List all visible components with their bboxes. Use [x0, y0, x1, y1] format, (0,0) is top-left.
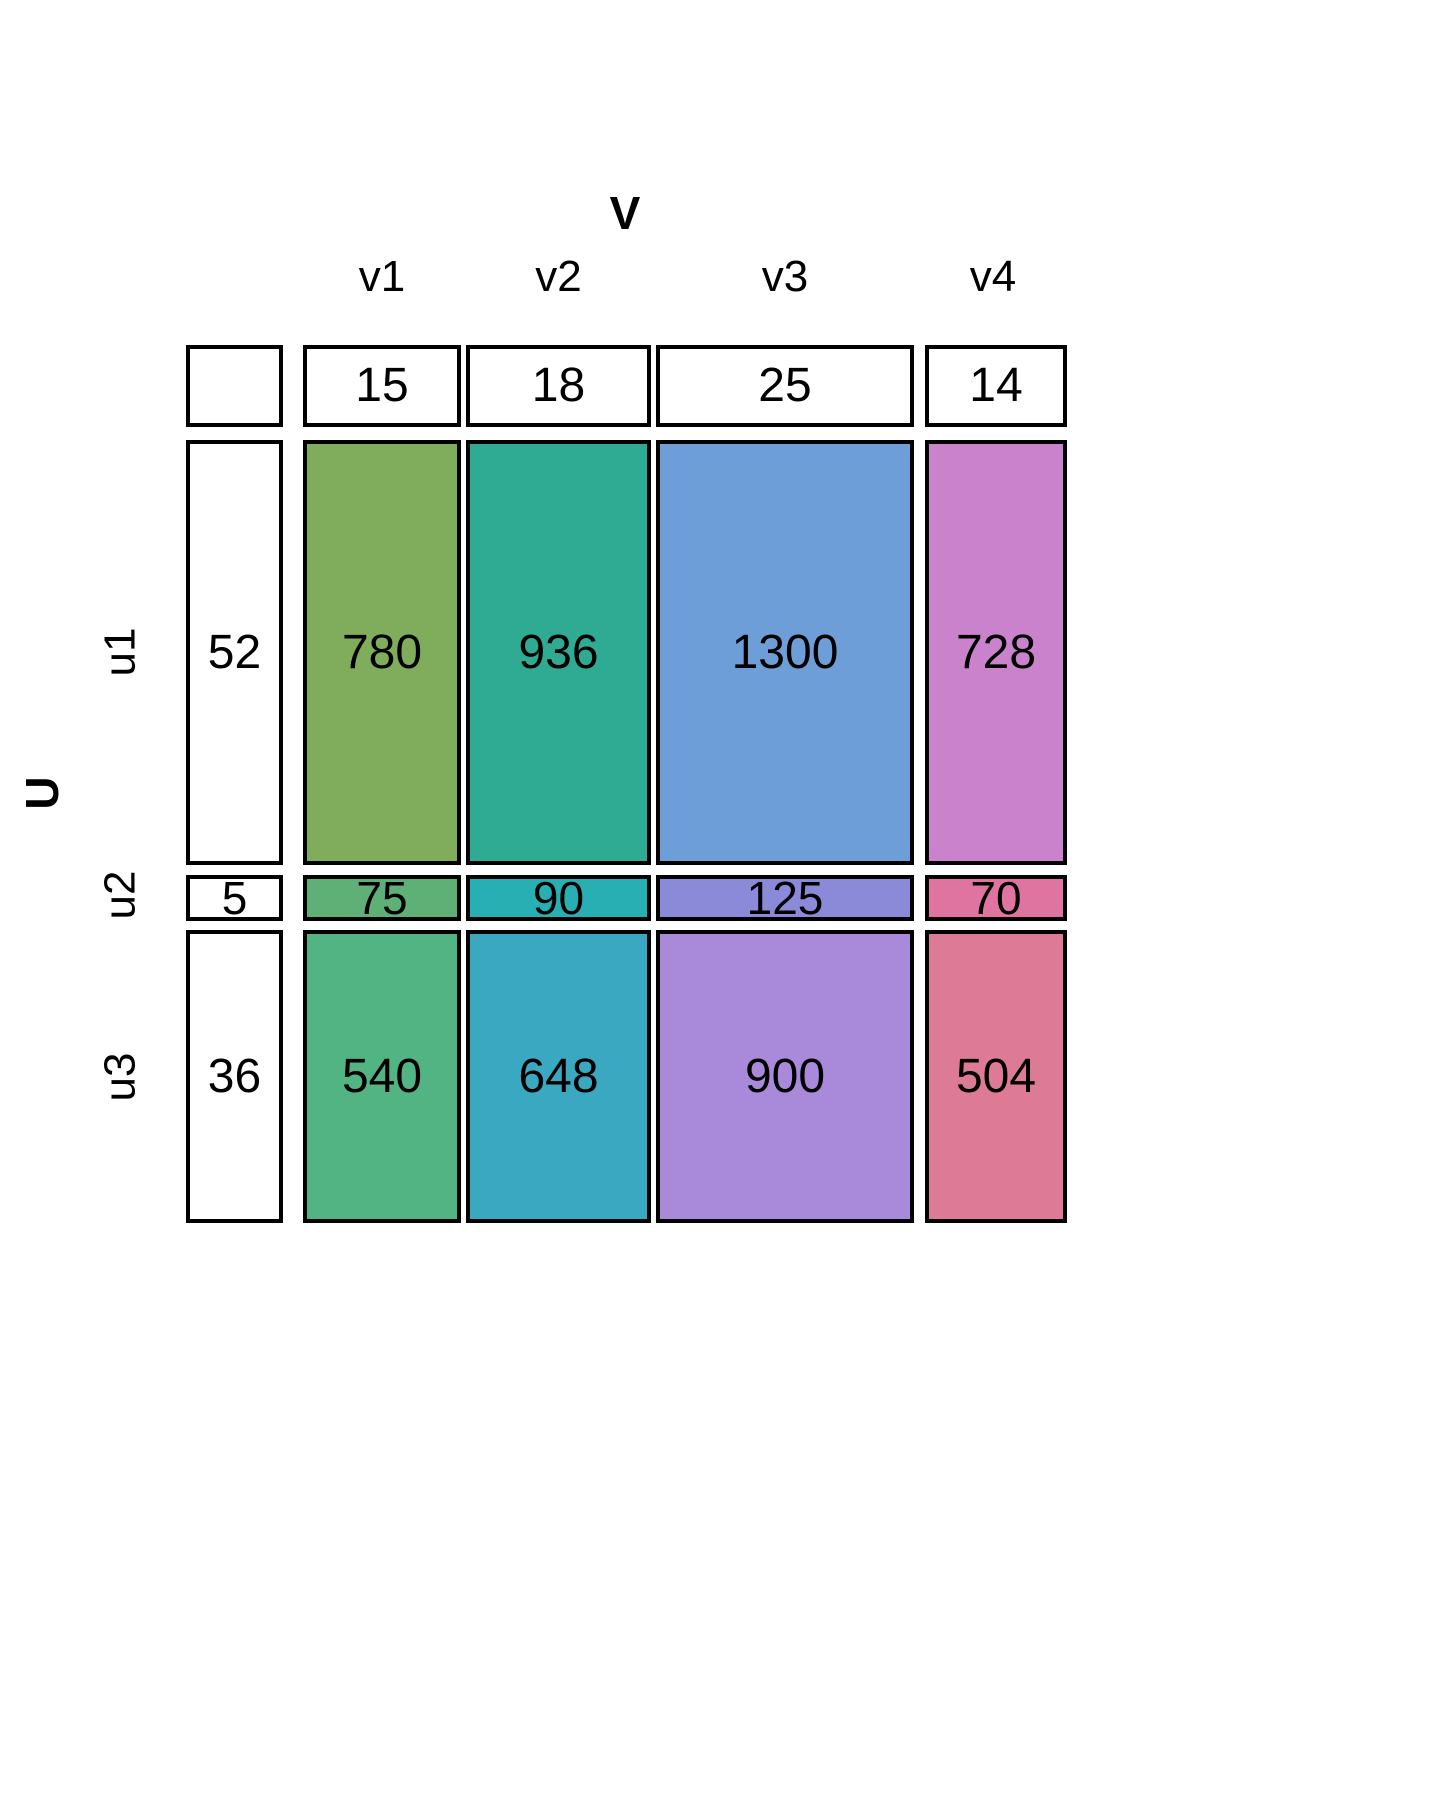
column-margin-cell-v3: 25 — [656, 345, 914, 427]
column-margin-cell-v4: 14 — [925, 345, 1067, 427]
corner-blank-cell — [186, 345, 283, 427]
row-label-u1: u1 — [60, 627, 180, 677]
v-axis-title: V — [609, 187, 641, 239]
cell-u2-v4: 70 — [925, 875, 1067, 921]
row-label-u1-text: u1 — [94, 627, 144, 677]
cell-u3-v1: 540 — [303, 930, 461, 1223]
column-margin-value-v2: 18 — [531, 359, 586, 412]
column-label-v1: v1 — [358, 252, 406, 301]
column-label-v2: v2 — [535, 252, 582, 301]
row-margin-value-u3: 36 — [207, 1049, 262, 1103]
cell-value-u2-v3: 125 — [746, 872, 824, 924]
column-margin-value-v1: 15 — [355, 359, 409, 412]
cell-value-u1-v1: 780 — [341, 625, 423, 679]
column-margin-cell-v2: 18 — [466, 345, 651, 427]
column-label-v4: v4 — [969, 252, 1017, 301]
cell-u2-v2: 90 — [466, 875, 651, 921]
cell-value-u3-v2: 648 — [518, 1049, 599, 1103]
row-label-u2: u2 — [60, 870, 180, 920]
cell-value-u3-v3: 900 — [744, 1049, 826, 1103]
cell-u1-v1: 780 — [303, 440, 461, 865]
cell-value-u3-v4: 504 — [955, 1049, 1037, 1103]
row-label-u3-text: u3 — [94, 1052, 144, 1102]
cell-value-u1-v2: 936 — [518, 625, 599, 679]
column-margin-value-v4: 14 — [969, 359, 1023, 412]
row-margin-cell-u3: 36 — [186, 930, 283, 1223]
cell-u1-v3: 1300 — [656, 440, 914, 865]
row-margin-value-u2: 5 — [221, 872, 248, 924]
row-label-u3: u3 — [60, 1052, 180, 1102]
u-axis-title: U — [16, 776, 68, 810]
row-margin-cell-u2: 5 — [186, 875, 283, 921]
cell-value-u3-v1: 540 — [341, 1049, 423, 1103]
row-label-u2-text: u2 — [94, 870, 144, 920]
cell-value-u1-v4: 728 — [955, 625, 1037, 679]
row-margin-value-u1: 52 — [207, 625, 262, 679]
column-margin-cell-v1: 15 — [303, 345, 461, 427]
cell-value-u1-v3: 1300 — [731, 625, 839, 679]
cell-u2-v1: 75 — [303, 875, 461, 921]
cell-value-u2-v2: 90 — [532, 872, 585, 924]
cell-value-u2-v4: 70 — [970, 872, 1022, 924]
cell-u2-v3: 125 — [656, 875, 914, 921]
cell-u3-v2: 648 — [466, 930, 651, 1223]
cell-u3-v4: 504 — [925, 930, 1067, 1223]
cell-u1-v2: 936 — [466, 440, 651, 865]
cell-value-u2-v1: 75 — [356, 872, 408, 924]
cell-u3-v3: 900 — [656, 930, 914, 1223]
cell-u1-v4: 728 — [925, 440, 1067, 865]
row-margin-cell-u1: 52 — [186, 440, 283, 865]
column-margin-value-v3: 25 — [758, 359, 812, 412]
column-label-v3: v3 — [761, 252, 809, 301]
